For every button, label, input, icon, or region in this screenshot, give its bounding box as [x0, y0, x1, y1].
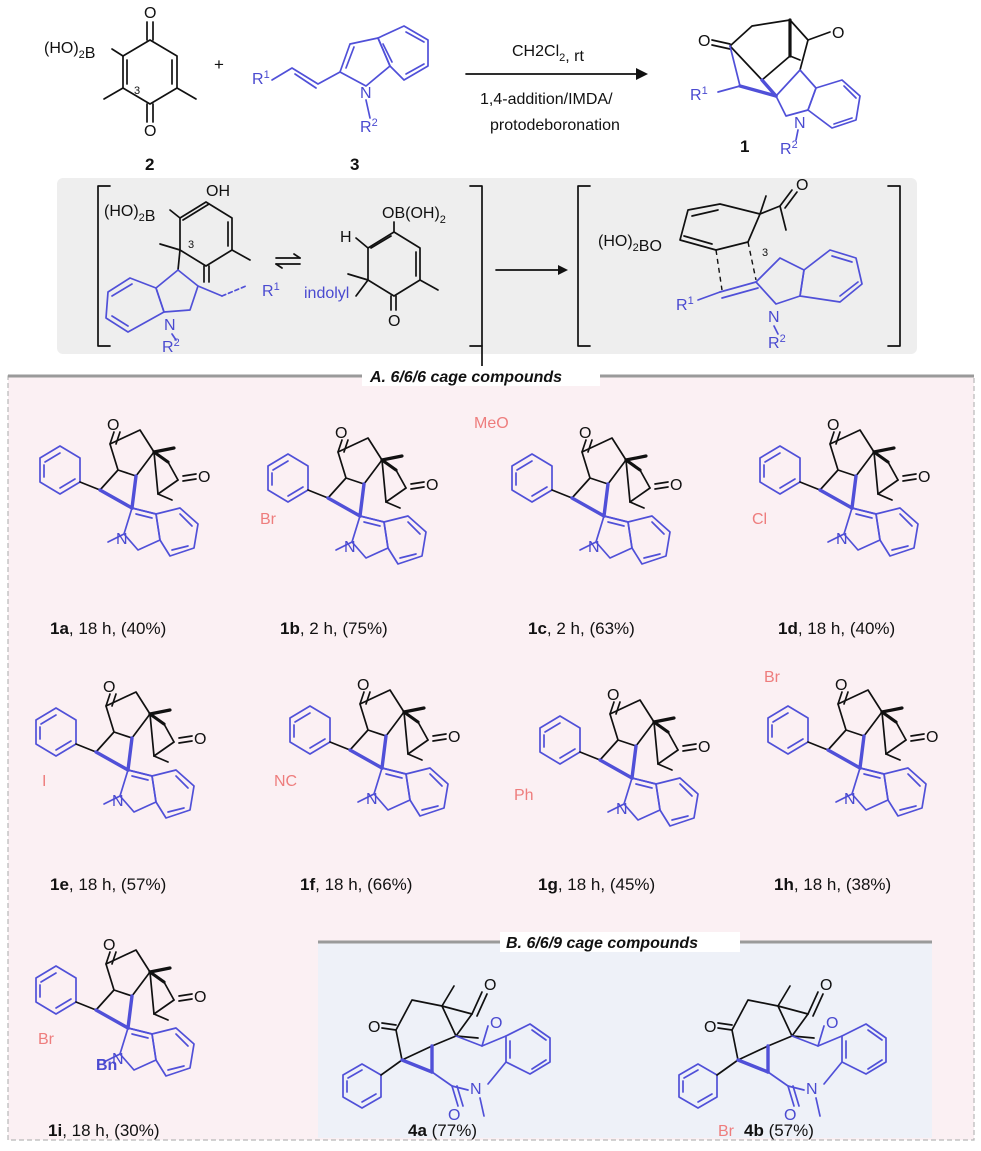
atom-o: O	[144, 123, 156, 140]
section-b-title: B. 6/6/9 cage compounds	[506, 935, 698, 952]
atom-oh: OH	[206, 183, 230, 200]
conditions-line2: protodeboronation	[490, 117, 620, 134]
reaction-arrow	[465, 68, 648, 80]
r2-label: R2	[162, 337, 180, 356]
position-label: 3	[134, 85, 140, 97]
section-a-title: A. 6/6/6 cage compounds	[369, 369, 562, 386]
atom-o: O	[832, 25, 844, 42]
conditions-solvent: CH2Cl2, rt	[512, 43, 584, 65]
position-label: 3	[762, 247, 768, 259]
compound-label-4b: 4b (57%)	[744, 1121, 814, 1140]
compound-number-2: 2	[145, 155, 154, 174]
plus-sign: +	[214, 55, 224, 74]
substituent-label: NC	[274, 773, 297, 790]
r1-label: R1	[262, 281, 280, 300]
r1-label: R1	[676, 295, 694, 314]
r2-label: R2	[360, 117, 378, 136]
atom-h: H	[340, 229, 352, 246]
compound-number-1: 1	[740, 137, 749, 156]
boronic-label: (HO)2BO	[598, 233, 662, 255]
section-b-structures: Br	[341, 975, 888, 1140]
atom-ob: OB(OH)2	[382, 205, 446, 226]
substituent-label: Br	[38, 1031, 55, 1048]
r1-label: R1	[690, 85, 708, 104]
substituent-label: Br	[718, 1123, 735, 1140]
substituent-label: MeO	[474, 415, 509, 432]
atom-o: O	[144, 5, 156, 22]
substituent-label: Br	[764, 669, 781, 686]
mechanism-panel	[57, 178, 917, 354]
atom-o: O	[796, 177, 808, 194]
reactant-3-structure: R1 N R2	[252, 25, 429, 136]
compound-label-4a: 4a (77%)	[408, 1121, 477, 1140]
compound-label-1b: 1b, 2 h, (75%)	[280, 619, 388, 638]
boronic-label: (HO)2B	[44, 40, 95, 62]
compound-label-1d: 1d, 18 h, (40%)	[778, 619, 895, 638]
r1-label: R1	[252, 69, 270, 88]
section-b-panel	[318, 942, 932, 1138]
section-b-labels: 4a (77%) 4b (57%)	[408, 1121, 814, 1140]
r2-label: R2	[768, 333, 786, 352]
section-a-labels: 1a, 18 h, (40%) 1b, 2 h, (75%) 1c, 2 h, (6…	[48, 619, 895, 1140]
boronic-label: (HO)2B	[104, 203, 155, 225]
reactant-2-structure: O O (HO)2B 3	[44, 5, 197, 140]
n-substituent-label: Bn	[96, 1057, 117, 1074]
mechanism-brackets	[97, 185, 901, 375]
substituent-label: I	[42, 773, 46, 790]
forward-arrow	[495, 265, 568, 275]
atom-o: O	[698, 33, 710, 50]
equilibrium-arrow	[275, 253, 301, 269]
compound-label-1h: 1h, 18 h, (38%)	[774, 875, 891, 894]
atom-n: N	[794, 115, 806, 132]
compound-label-1g: 1g, 18 h, (45%)	[538, 875, 655, 894]
intermediate-3-structure: (HO)2BO O 3 R1 N R2	[598, 177, 863, 352]
substituent-label: Cl	[752, 511, 767, 528]
compound-label-1i: 1i, 18 h, (30%)	[48, 1121, 160, 1140]
atom-n: N	[164, 317, 176, 334]
product-1-structure: O O R1 N R2	[690, 18, 861, 158]
atom-n: N	[768, 309, 780, 326]
substituent-label: Br	[260, 511, 277, 528]
section-a-title-bg	[362, 366, 600, 386]
r2-label: R2	[780, 139, 798, 158]
atom-o: O	[388, 313, 400, 330]
indolyl-label: indolyl	[304, 285, 349, 302]
compound-label-1a: 1a, 18 h, (40%)	[50, 619, 166, 638]
section-b-title-bg	[500, 932, 740, 952]
substituent-label: Ph	[514, 787, 534, 804]
intermediate-1-structure: OH (HO)2B R1 3 N R2 R1	[104, 183, 280, 356]
intermediate-2-structure: OB(OH)2 H indolyl O	[304, 205, 446, 330]
conditions-line1: 1,4-addition/IMDA/	[480, 91, 613, 108]
position-label: 3	[188, 239, 194, 251]
compound-number-3: 3	[350, 155, 359, 174]
compound-label-1c: 1c, 2 h, (63%)	[528, 619, 635, 638]
atom-n: N	[360, 85, 372, 102]
compound-label-1e: 1e, 18 h, (57%)	[50, 875, 166, 894]
compound-label-1f: 1f, 18 h, (66%)	[300, 875, 412, 894]
